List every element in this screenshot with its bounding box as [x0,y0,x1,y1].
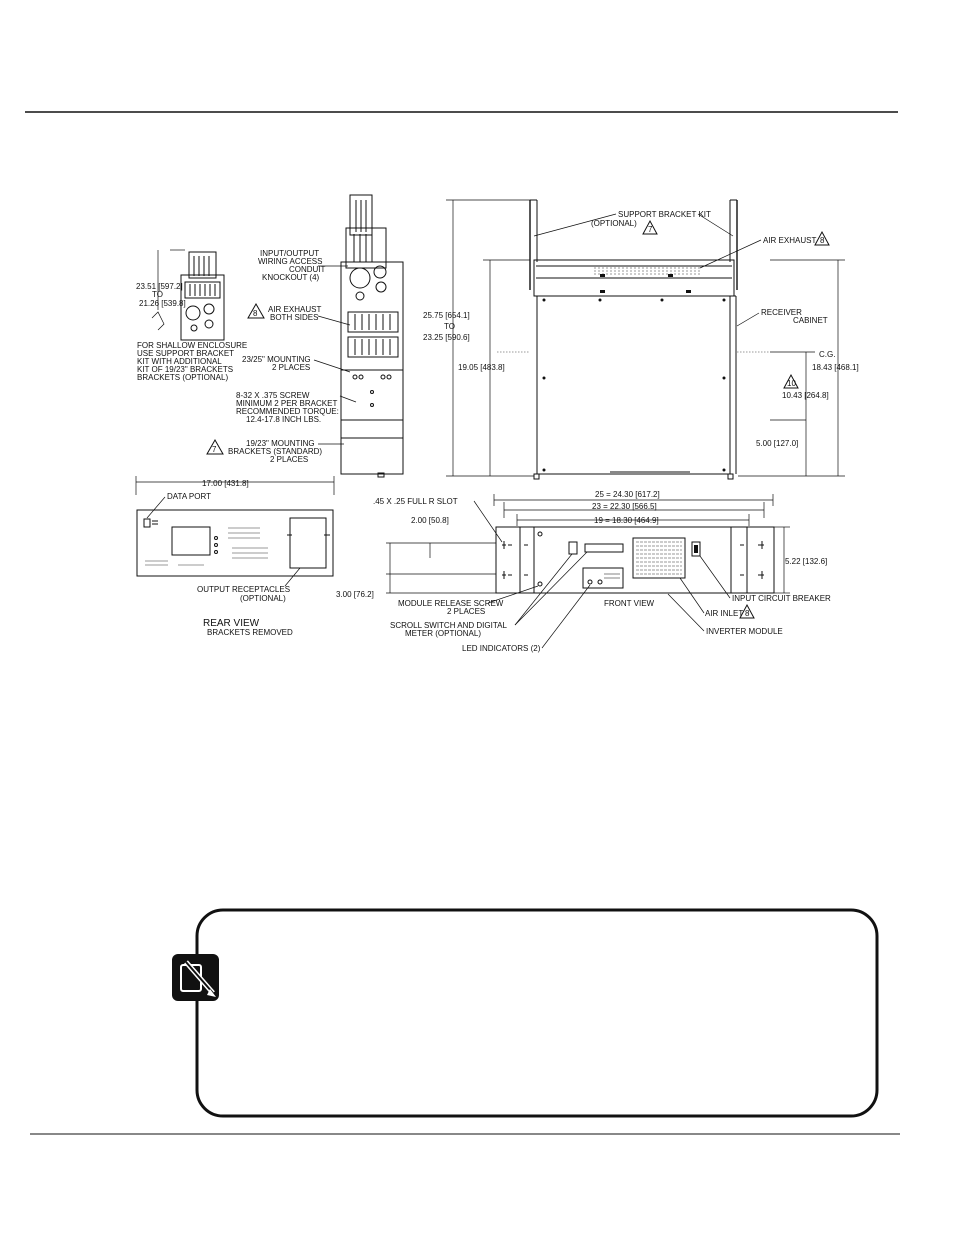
mount-1923-1: 19/23" MOUNTING [246,439,315,448]
triangle-8b-label: 8 [820,236,825,245]
cg-dim: 18.43 [468.1] [812,363,859,372]
shallow-note-2: USE SUPPORT BRACKET [137,349,234,358]
cg-dim2: 10.43 [264.8] [782,391,829,400]
depth-dimensions [446,199,534,477]
data-port-label: DATA PORT [167,492,211,501]
inlet-hatch [636,541,682,575]
warning-triangle-7b-icon [642,219,658,235]
support-kit-2: (OPTIONAL) [591,219,637,228]
width-19: 19 = 18.30 [464.9] [594,516,659,525]
front-view-label: FRONT VIEW [604,599,655,608]
release-screw-1: MODULE RELEASE SCREW [398,599,504,608]
mount-2325-2: 2 PLACES [272,363,310,372]
io-label-3: CONDUIT [289,265,326,274]
triangle-7b-label: 7 [648,225,653,234]
warning-triangle-8b-icon [814,230,830,246]
shallow-note-5: BRACKETS (OPTIONAL) [137,373,228,382]
output-receptacles-2: (OPTIONAL) [240,594,286,603]
warning-triangle-7-icon [206,438,224,455]
note-box [195,908,879,1118]
height-200: 2.00 [50.8] [411,516,449,525]
screw-note-3: RECOMMENDED TORQUE: [236,407,339,416]
air-inlet-label: AIR INLET [705,609,743,618]
input-breaker-label: INPUT CIRCUIT BREAKER [732,594,831,603]
warning-triangle-8c-icon [739,603,755,619]
triangle-10-label: 10 [787,379,796,388]
left-height-dim: 23.51 [597.2] [136,282,183,291]
triangle-7-label: 7 [212,445,217,454]
warning-triangle-10-icon [783,373,799,389]
front-view-drawing [386,494,790,594]
io-label-2: WIRING ACCESS [258,257,322,266]
exhaust-hatch [594,267,700,275]
triangle-8c-label: 8 [745,609,750,618]
height-300: 3.00 [76.2] [336,590,374,599]
rear-width-dim: 17.00 [431.8] [202,479,249,488]
rear-view-label: REAR VIEW [203,618,260,629]
screw-note-4: 12.4-17.8 INCH LBS. [246,415,321,424]
mount-1923-3: 2 PLACES [270,455,308,464]
cg-dim3: 5.00 [127.0] [756,439,798,448]
exhaust-side-2: BOTH SIDES [270,313,318,322]
mount-2325-1: 23/25" MOUNTING [242,355,311,364]
screw-note-2: MINIMUM 2 PER BRACKET [236,399,337,408]
cg-dimensions [738,259,845,477]
width-25: 25 = 24.30 [617.2] [595,490,660,499]
shallow-note-4: KIT OF 19/23" BRACKETS [137,365,233,374]
shallow-note-1: FOR SHALLOW ENCLOSURE [137,341,247,350]
exhaust-side-1: AIR EXHAUST [268,305,321,314]
depth-dim-1: 25.75 [654.1] [423,311,470,320]
left-height-to: TO [152,290,163,299]
brackets-removed-label: BRACKETS REMOVED [207,628,293,637]
shallow-enclosure-sketch [151,249,225,341]
slot-label: .45 X .25 FULL R SLOT [373,497,458,506]
side-view-drawing [340,194,404,478]
release-screw-2: 2 PLACES [447,607,485,616]
pencil-note-icon [172,954,219,1001]
width-23: 23 = 22.30 [566.5] [592,502,657,511]
triangle-8-label: 8 [253,309,258,318]
warning-triangle-8-icon [247,302,265,319]
left-height-dim2: 21.26 [539.8] [139,299,186,308]
shallow-note-3: KIT WITH ADDITIONAL [137,357,222,366]
support-kit-1: SUPPORT BRACKET KIT [618,210,711,219]
scroll-switch-1: SCROLL SWITCH AND DIGITAL [390,621,507,630]
mount-1923-2: BRACKETS (STANDARD) [228,447,322,456]
inverter-module-label: INVERTER MODULE [706,627,783,636]
screw-note-1: 8-32 X .375 SCREW [236,391,310,400]
receiver-label-2: CABINET [793,316,828,325]
io-label-1: INPUT/OUTPUT [260,249,319,258]
depth-dim-to: TO [444,322,455,331]
height-522: 5.22 [132.6] [785,557,827,566]
led-indicators-label: LED INDICATORS (2) [462,644,541,653]
io-label-4: KNOCKOUT (4) [262,273,320,282]
rear-view-drawing [135,476,335,577]
depth-dim-3: 19.05 [483.8] [458,363,505,372]
output-receptacles-1: OUTPUT RECEPTACLES [197,585,290,594]
cg-label: C.G. [819,350,835,359]
receiver-label-1: RECEIVER [761,308,802,317]
air-exhaust-label: AIR EXHAUST [763,236,816,245]
cabinet-top-view [497,199,770,480]
scroll-switch-2: METER (OPTIONAL) [405,629,481,638]
depth-dim-2: 23.25 [590.6] [423,333,470,342]
